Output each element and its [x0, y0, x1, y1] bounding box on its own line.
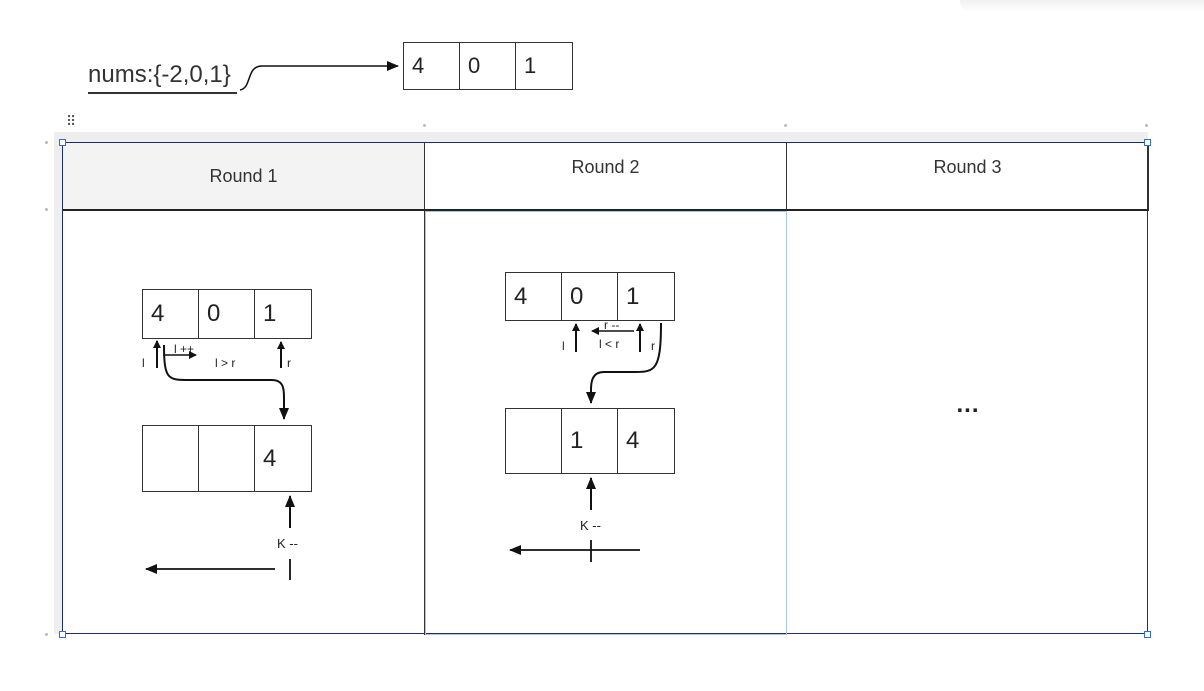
k-decrement-label: K --	[580, 518, 601, 533]
r-decrement-label: r --	[604, 318, 620, 332]
top-panel-shadow	[960, 0, 1204, 12]
header-round-2[interactable]: Round 2	[425, 143, 787, 211]
connector-arrow	[239, 61, 399, 91]
array-cell: 1	[524, 53, 537, 78]
column-guide-dot	[784, 124, 787, 127]
cell-round-2[interactable]	[425, 211, 787, 635]
column-guide-dot	[423, 124, 426, 127]
array-cell: 4	[143, 290, 199, 338]
row-guide-dot	[45, 633, 48, 636]
l-less-r-label: l < r	[599, 337, 620, 351]
l-greater-r-label: l > r	[215, 356, 236, 370]
ellipsis-text: ...	[956, 391, 980, 418]
array-cell: 4	[404, 43, 460, 89]
round1-array[interactable]: 4 0 1	[142, 289, 312, 339]
pointer-r-label: r	[651, 339, 655, 353]
array-cell: 0	[199, 290, 255, 338]
array-cell: 0	[562, 273, 618, 320]
row-guide-dot	[45, 208, 48, 211]
array-cell	[506, 409, 562, 473]
array-cell	[199, 426, 255, 491]
rounds-table[interactable]: Round 1 Round 2 Round 3 ...	[62, 142, 1149, 635]
array-cell: 1	[263, 300, 277, 327]
move-to-result-arrow	[586, 322, 662, 404]
array-cell: 4	[506, 273, 562, 320]
round1-result-array[interactable]: 4	[142, 425, 312, 492]
array-cell: 1	[562, 409, 618, 473]
round2-result-array[interactable]: 1 4	[505, 408, 675, 474]
k-decrement-label: K --	[277, 536, 298, 551]
resize-handle[interactable]	[59, 139, 66, 146]
cell-round-1[interactable]	[63, 211, 425, 635]
pointer-l-label: l	[562, 339, 565, 353]
cell-round-3[interactable]: ...	[787, 211, 1149, 635]
round2-array[interactable]: 4 0 1	[505, 272, 675, 321]
row-guide-dot	[45, 141, 48, 144]
column-guide-dot	[1145, 124, 1148, 127]
header-round-1[interactable]: Round 1	[63, 143, 425, 211]
drag-handle-icon[interactable]: ⠿	[66, 113, 76, 129]
pointer-r-label: r	[287, 356, 291, 370]
nums-label: nums:{-2,0,1}	[88, 58, 237, 94]
move-to-result-arrow	[163, 344, 289, 420]
resize-handle[interactable]	[1144, 139, 1151, 146]
top-array[interactable]: 4 0 1	[403, 42, 573, 90]
array-cell: 4	[263, 444, 277, 472]
resize-handle[interactable]	[59, 631, 66, 638]
resize-handle[interactable]	[1144, 631, 1151, 638]
array-cell: 1	[626, 282, 640, 310]
header-round-3[interactable]: Round 3	[787, 143, 1149, 211]
pointer-l-label: l	[142, 356, 145, 370]
array-cell	[143, 426, 199, 491]
array-cell: 0	[460, 43, 516, 89]
array-cell: 4	[626, 427, 640, 454]
